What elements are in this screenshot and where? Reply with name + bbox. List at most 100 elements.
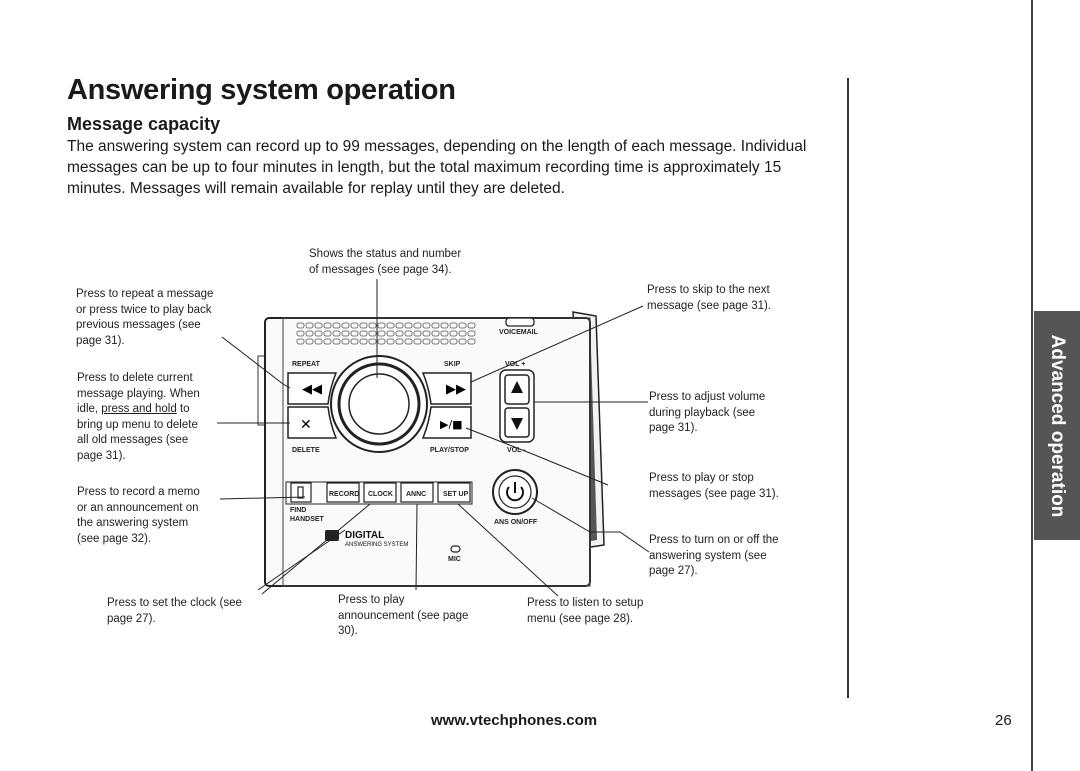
grille-hole [440, 338, 449, 345]
grille-hole [458, 338, 467, 345]
grille-hole [404, 330, 413, 337]
grille-hole [305, 322, 314, 329]
record-button [326, 482, 360, 503]
mic-label: MIC [448, 556, 461, 563]
down-arrow-icon [511, 418, 523, 430]
grille-hole [314, 322, 323, 329]
grille-hole [377, 322, 386, 329]
mic-icon [450, 545, 461, 553]
grille-hole [341, 330, 350, 337]
play-stop-label: PLAY/STOP [430, 447, 469, 454]
clock-button [363, 482, 397, 503]
grille-hole [467, 322, 476, 329]
handset-icon [297, 486, 304, 499]
grille-hole [359, 338, 368, 345]
play-stop-icon: ▶/■ [440, 418, 463, 431]
setup-label: SET UP [443, 491, 469, 498]
vol-minus-label: VOL - [507, 447, 526, 454]
annc-button [400, 482, 434, 503]
grille-hole [395, 330, 404, 337]
callout-leaders [217, 279, 650, 597]
grille-hole [350, 338, 359, 345]
grille-hole [431, 338, 440, 345]
grille-hole [386, 330, 395, 337]
grille-hole [305, 330, 314, 337]
grille-hole [377, 330, 386, 337]
digital-brand: DIGITAL [345, 530, 384, 541]
speaker-grille [296, 322, 476, 345]
grille-hole [305, 338, 314, 345]
vol-plus-label: VOL + [505, 361, 525, 368]
answering-system-brand: ANSWERING SYSTEM [345, 542, 408, 548]
repeat-button [287, 372, 338, 405]
delete-label: DELETE [292, 447, 320, 454]
grille-hole [368, 322, 377, 329]
grille-hole [341, 338, 350, 345]
grille-hole [404, 338, 413, 345]
grille-hole [458, 322, 467, 329]
delete-button [287, 406, 338, 439]
grille-hole [449, 338, 458, 345]
grille-hole [413, 322, 422, 329]
grille-hole [440, 322, 449, 329]
handset-label: HANDSET [290, 516, 325, 523]
grille-hole [332, 338, 341, 345]
grille-hole [422, 338, 431, 345]
find-label: FIND [290, 507, 306, 514]
grille-hole [395, 322, 404, 329]
grille-hole [422, 322, 431, 329]
grille-hole [404, 322, 413, 329]
voicemail-light [505, 317, 535, 327]
grille-hole [395, 338, 404, 345]
grille-hole [449, 322, 458, 329]
grille-hole [458, 330, 467, 337]
grille-hole [431, 322, 440, 329]
section-title: Message capacity [67, 114, 221, 134]
clock-label: CLOCK [368, 491, 393, 498]
grille-hole [314, 338, 323, 345]
repeat-label: REPEAT [292, 361, 321, 368]
grille-hole [386, 322, 395, 329]
skip-button [421, 372, 472, 405]
rewind-icon: ◀◀ [302, 382, 322, 397]
grille-hole [314, 330, 323, 337]
grille-hole [323, 330, 332, 337]
play-stop-button [421, 406, 472, 439]
column-divider [847, 78, 849, 698]
page-title: Answering system operation [67, 74, 456, 106]
grille-hole [332, 330, 341, 337]
grille-hole [296, 322, 305, 329]
grille-hole [350, 322, 359, 329]
grille-hole [422, 330, 431, 337]
grille-hole [359, 322, 368, 329]
setup-button [437, 482, 471, 503]
grille-hole [341, 322, 350, 329]
fast-forward-icon: ▶▶ [446, 382, 466, 397]
skip-label: SKIP [444, 361, 461, 368]
page-edge-rule [1031, 0, 1033, 771]
side-tab[interactable]: Advanced operation [1034, 311, 1080, 540]
voicemail-label: VOICEMAIL [499, 329, 539, 336]
grille-hole [323, 322, 332, 329]
footer-url[interactable]: www.vtechphones.com [431, 712, 598, 729]
message-display [348, 373, 410, 435]
grille-hole [323, 338, 332, 345]
grille-hole [350, 330, 359, 337]
grille-hole [449, 330, 458, 337]
grille-hole [440, 330, 449, 337]
grille-hole [413, 330, 422, 337]
grille-hole [377, 338, 386, 345]
up-arrow-icon [511, 381, 523, 393]
grille-hole [386, 338, 395, 345]
